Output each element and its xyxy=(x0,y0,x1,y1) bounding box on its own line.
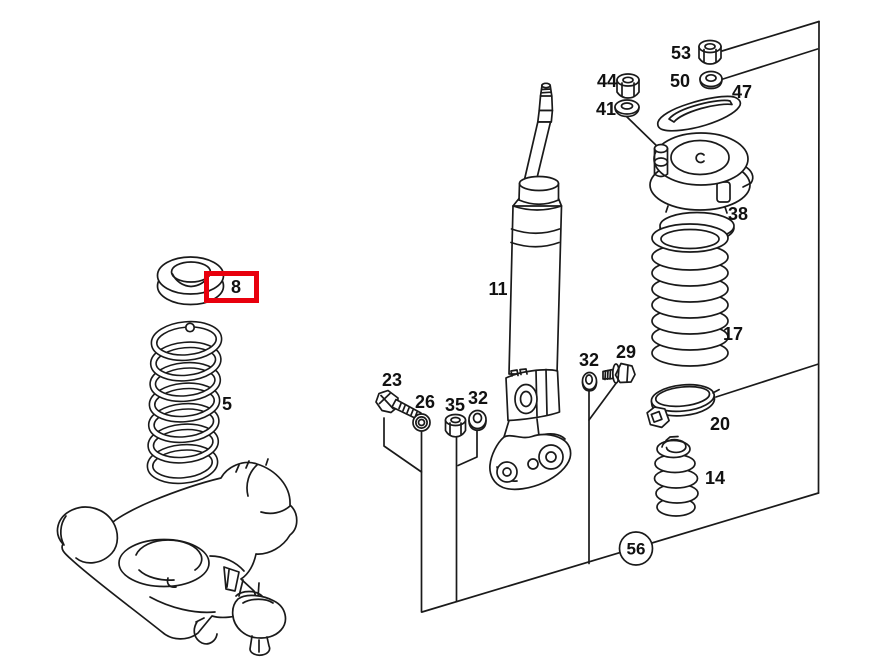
assembly-callout-circle xyxy=(618,531,654,566)
part-label-26: 26 xyxy=(414,392,436,412)
part-label-35: 35 xyxy=(444,395,466,415)
washer-41 xyxy=(614,99,640,118)
part-label-29: 29 xyxy=(615,342,637,362)
washer-26 xyxy=(412,413,431,432)
coil-spring-5 xyxy=(146,320,223,485)
cover-plate-47 xyxy=(656,95,742,132)
leader-lines xyxy=(383,116,663,613)
part-label-17: 17 xyxy=(722,324,744,344)
highlight-box-part-8 xyxy=(204,271,259,303)
part-label-20: 20 xyxy=(709,414,731,434)
washer-32-right xyxy=(581,371,598,392)
part-label-32b: 32 xyxy=(467,388,489,408)
part-label-5: 5 xyxy=(221,394,233,414)
dust-boot-17 xyxy=(651,223,729,367)
part-label-50: 50 xyxy=(669,71,691,91)
nut-53 xyxy=(698,39,722,65)
part-label-53: 53 xyxy=(670,43,692,63)
lower-control-arm xyxy=(56,458,298,657)
part-label-56: 56 xyxy=(626,539,646,559)
assembly-boundary-lines xyxy=(421,20,820,613)
part-label-41: 41 xyxy=(595,99,617,119)
shock-absorber-strut xyxy=(489,82,572,491)
washer-50 xyxy=(699,70,723,90)
part-label-14: 14 xyxy=(704,468,726,488)
part-label-32a: 32 xyxy=(578,350,600,370)
bolt-29 xyxy=(602,362,636,384)
bolt-23 xyxy=(375,389,422,421)
part-label-44: 44 xyxy=(596,71,618,91)
nut-35 xyxy=(444,413,467,438)
nut-44 xyxy=(616,73,640,99)
part-label-38: 38 xyxy=(727,204,749,224)
part-label-47: 47 xyxy=(731,82,753,102)
clamp-ring-20 xyxy=(646,383,720,429)
part-label-11: 11 xyxy=(488,279,508,299)
part-label-8: 8 xyxy=(230,277,242,297)
part-label-23: 23 xyxy=(381,370,403,390)
washer-32-left xyxy=(468,409,487,432)
strut-mount-38 xyxy=(649,132,754,243)
bump-stop-14 xyxy=(653,435,699,517)
